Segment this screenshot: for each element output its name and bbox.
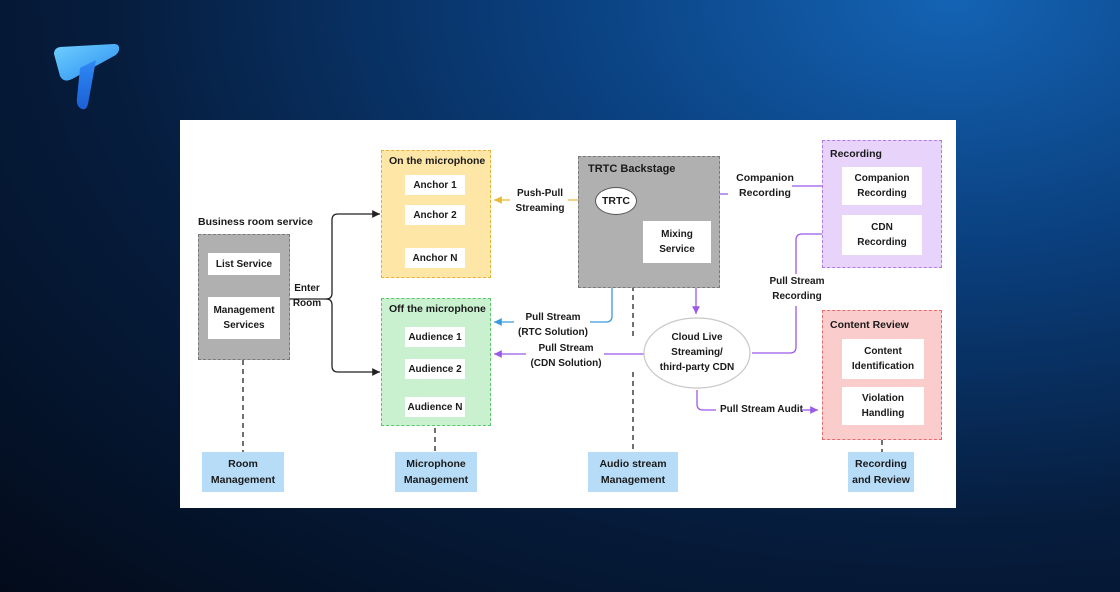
content-identification-box: Content Identification xyxy=(842,339,924,379)
recording-and-review-label: Recording and Review xyxy=(848,452,914,492)
off-microphone-title: Off the microphone xyxy=(389,303,486,315)
content-review-zone: Content Review Content Identification Vi… xyxy=(822,310,942,440)
pull-stream-cdn-label: Pull Stream (CDN Solution) xyxy=(530,343,602,369)
mixing-service-box: Mixing Service xyxy=(643,221,711,263)
management-services-box: Management Services xyxy=(208,297,280,339)
anchor-1-box: Anchor 1 xyxy=(405,175,465,195)
room-management-label: Room Management xyxy=(202,452,284,492)
anchor-2-box: Anchor 2 xyxy=(405,205,465,225)
enter-room-label: Enter Room xyxy=(292,283,322,309)
on-microphone-zone: On the microphone Anchor 1 Anchor 2 Anch… xyxy=(381,150,491,278)
business-room-zone: List Service Management Services xyxy=(198,234,290,360)
companion-recording-box: Companion Recording xyxy=(842,167,922,205)
content-review-title: Content Review xyxy=(830,319,909,331)
microphone-management-label: Microphone Management xyxy=(395,452,477,492)
violation-handling-box: Violation Handling xyxy=(842,387,924,425)
anchor-n-box: Anchor N xyxy=(405,248,465,268)
off-microphone-zone: Off the microphone Audience 1 Audience 2… xyxy=(381,298,491,426)
companion-recording-label: Companion Recording xyxy=(736,172,794,199)
architecture-diagram: Business room service List Service Manag… xyxy=(180,120,956,508)
cdn-recording-box: CDN Recording xyxy=(842,215,922,255)
recording-title: Recording xyxy=(830,148,882,160)
pull-stream-rtc-label: Pull Stream (RTC Solution) xyxy=(518,312,588,338)
recording-zone: Recording Companion Recording CDN Record… xyxy=(822,140,942,268)
audio-stream-management-label: Audio stream Management xyxy=(588,452,678,492)
trtc-backstage-zone: TRTC Backstage TRTC Mixing Service xyxy=(578,156,720,288)
list-service-box: List Service xyxy=(208,253,280,275)
audience-1-box: Audience 1 xyxy=(405,327,465,347)
trtc-backstage-title: TRTC Backstage xyxy=(588,163,676,175)
business-room-title: Business room service xyxy=(198,216,313,228)
pull-stream-audit-label: Pull Stream Audit xyxy=(720,404,803,415)
cloud-live-ellipse xyxy=(643,317,751,389)
pull-stream-recording-label: Pull Stream Recording xyxy=(769,276,825,302)
brand-logo-icon xyxy=(54,44,120,110)
audience-n-box: Audience N xyxy=(405,397,465,417)
on-microphone-title: On the microphone xyxy=(389,155,486,167)
push-pull-label: Push-Pull Streaming xyxy=(515,188,565,214)
trtc-node: TRTC xyxy=(595,187,637,215)
audience-2-box: Audience 2 xyxy=(405,359,465,379)
cloud-live-streaming-label: Cloud Live Streaming/ third-party CDN xyxy=(659,332,735,373)
